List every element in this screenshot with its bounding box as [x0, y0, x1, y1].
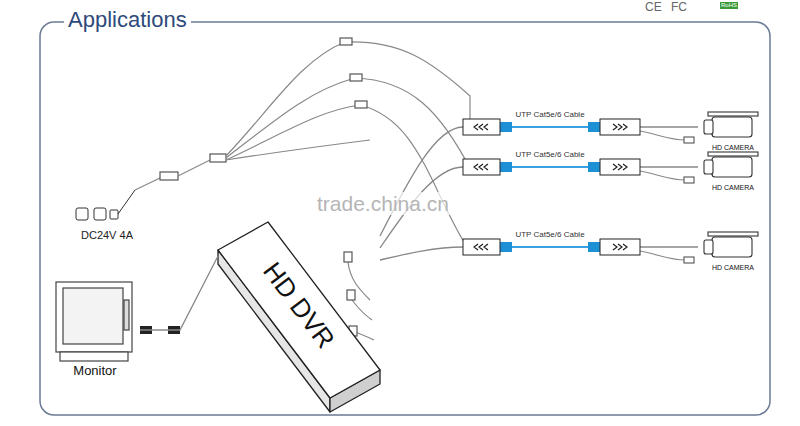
utp-cable	[380, 127, 698, 236]
frame	[40, 22, 770, 415]
device-label: Monitor	[73, 364, 116, 378]
watermark: trade.china.cn	[316, 192, 450, 215]
power-adapter	[76, 190, 135, 220]
cable-label: UTP Cat5e/6 Cable	[514, 151, 585, 160]
device-label: HD CAMERA	[712, 144, 754, 152]
power-cables	[135, 38, 472, 252]
camera-drawing	[704, 112, 758, 257]
title: Applications	[64, 8, 191, 32]
dvr-box: HD DVR	[218, 222, 380, 412]
camera: HD CAMERA	[698, 110, 768, 154]
bnc-cables	[344, 252, 374, 340]
camera: HD CAMERA	[698, 230, 768, 274]
monitor-drawing	[56, 282, 132, 361]
monitor: Monitor	[50, 268, 140, 380]
camera: HD CAMERA	[698, 150, 768, 194]
ce-mark: CE	[644, 1, 663, 14]
dvr-box	[218, 222, 380, 412]
camera-power-cables	[640, 131, 694, 263]
utp-cable	[380, 247, 698, 260]
balun	[463, 119, 640, 255]
device-label: HD CAMERA	[712, 184, 754, 192]
hdmi-cable	[140, 256, 218, 330]
rohs-mark: RoHS	[720, 2, 738, 9]
cable-label: UTP Cat5e/6 Cable	[514, 231, 585, 240]
cable-label: UTP Cat5e/6 Cable	[514, 111, 585, 120]
device-name: HD DVR	[258, 257, 341, 354]
power-rating: DC24V 4A	[80, 229, 134, 241]
device-label: HD CAMERA	[712, 264, 754, 272]
fc-mark: FC	[670, 1, 688, 14]
